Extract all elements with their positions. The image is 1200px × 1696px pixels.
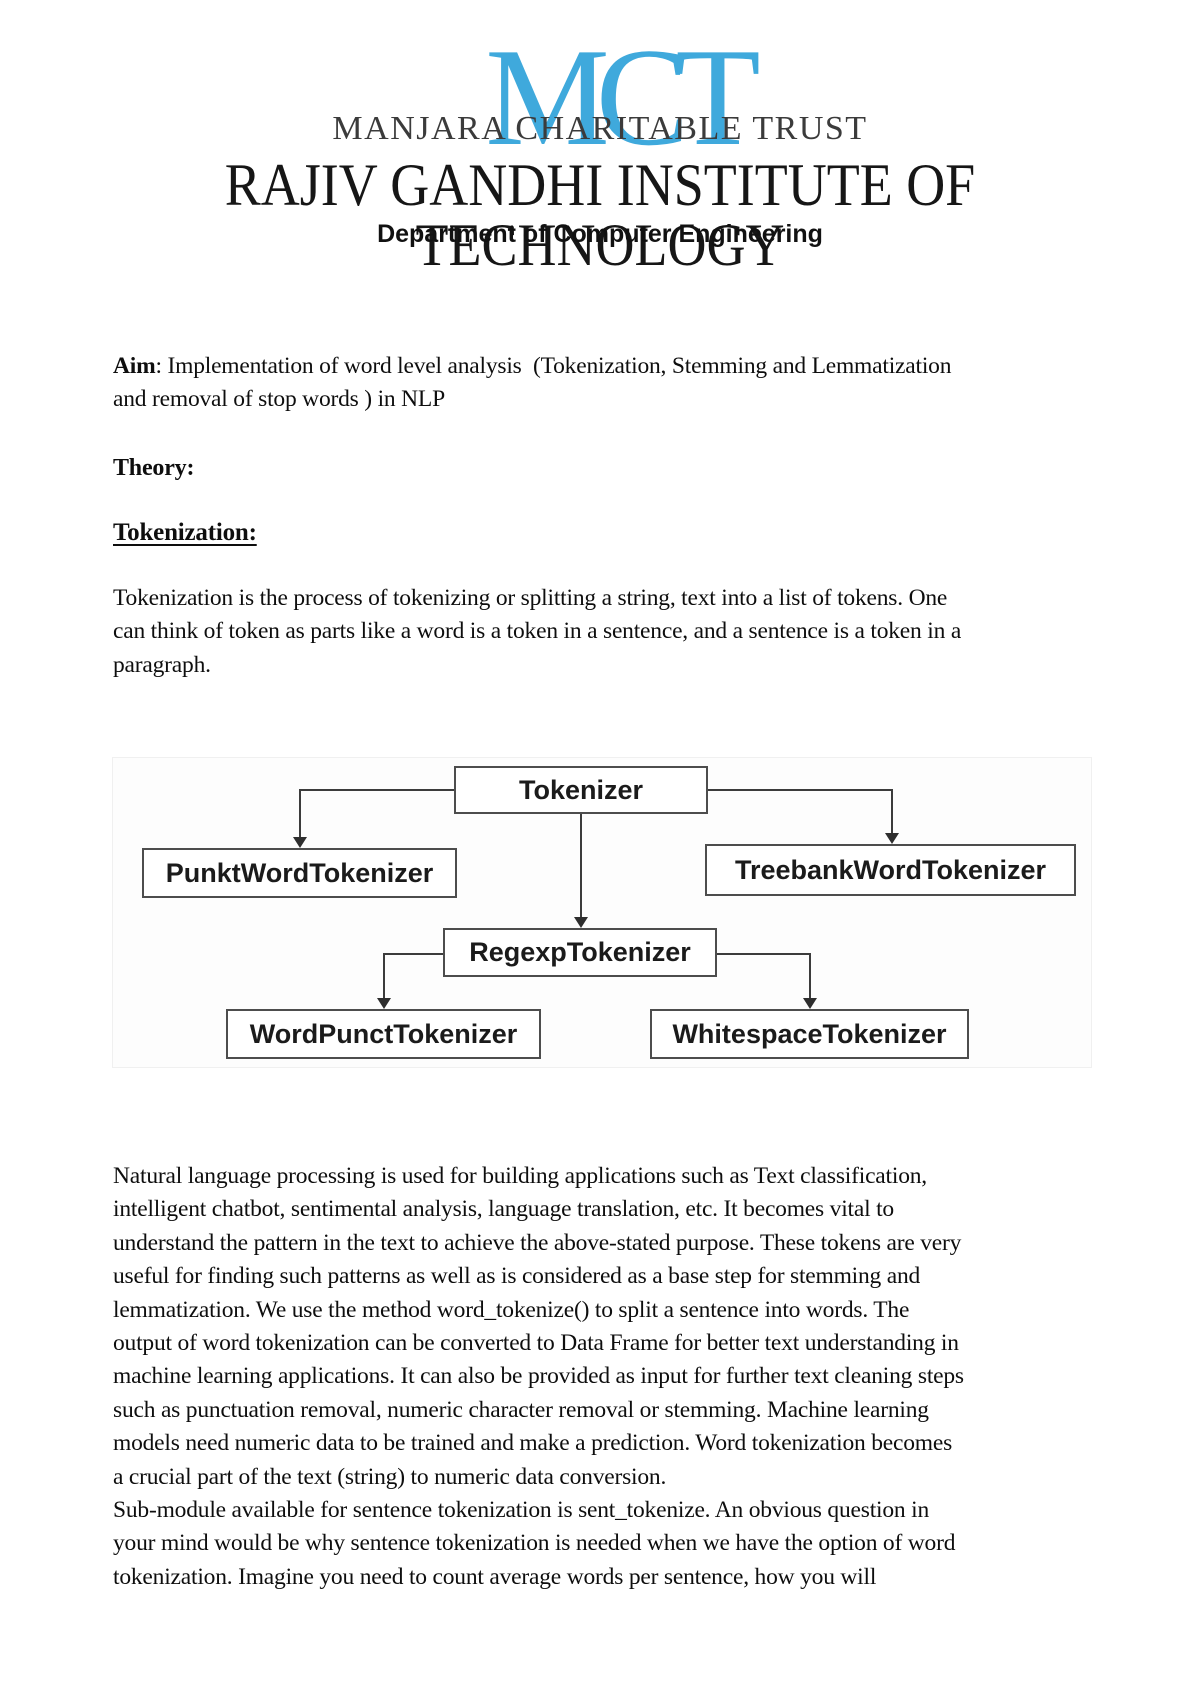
theory-heading: Theory: bbox=[113, 455, 195, 481]
mct-trust-logo: MCT bbox=[485, 20, 760, 175]
arrowhead-icon bbox=[574, 917, 588, 928]
arrowhead-icon bbox=[293, 837, 307, 848]
connector-line bbox=[708, 789, 891, 791]
connector-line bbox=[299, 789, 454, 791]
tokenization-heading: Tokenization: bbox=[113, 516, 1093, 549]
connector-line bbox=[809, 953, 811, 1000]
arrowhead-icon bbox=[803, 998, 817, 1009]
arrowhead-icon bbox=[377, 998, 391, 1009]
diagram-node-punktwordtokenizer: PunktWordTokenizer bbox=[142, 848, 457, 898]
connector-line bbox=[383, 953, 443, 955]
connector-line bbox=[891, 789, 893, 835]
connector-line bbox=[580, 814, 582, 919]
department-name: Department of Computer Engineering bbox=[377, 220, 823, 248]
connector-line bbox=[383, 953, 385, 1000]
tokenization-heading-text: Tokenization: bbox=[113, 519, 257, 546]
trust-name: MANJARA CHARITABLE TRUST bbox=[332, 110, 868, 147]
diagram-node-whitespacetokenizer: WhitespaceTokenizer bbox=[650, 1009, 969, 1059]
diagram-node-wordpuncttokenizer: WordPunctTokenizer bbox=[226, 1009, 541, 1059]
aim-paragraph: Aim: Implementation of word level analys… bbox=[113, 350, 1093, 417]
diagram-node-regexptokenizer: RegexpTokenizer bbox=[443, 928, 717, 977]
tokenizer-hierarchy-diagram: Tokenizer PunktWordTokenizer TreebankWor… bbox=[112, 757, 1092, 1068]
connector-line bbox=[717, 953, 809, 955]
diagram-node-tokenizer: Tokenizer bbox=[454, 766, 708, 814]
institute-name: RAJIV GANDHI INSTITUTE OF TECHNOLOGY bbox=[224, 152, 976, 278]
arrowhead-icon bbox=[885, 833, 899, 844]
diagram-node-treebankwordtokenizer: TreebankWordTokenizer bbox=[705, 844, 1076, 896]
nlp-body-paragraph: Natural language processing is used for … bbox=[113, 1163, 964, 1590]
aim-text: : Implementation of word level analysis … bbox=[113, 353, 952, 413]
connector-line bbox=[299, 789, 301, 839]
aim-label: Aim bbox=[113, 353, 156, 379]
tokenization-intro-paragraph: Tokenization is the process of tokenizin… bbox=[113, 585, 962, 678]
